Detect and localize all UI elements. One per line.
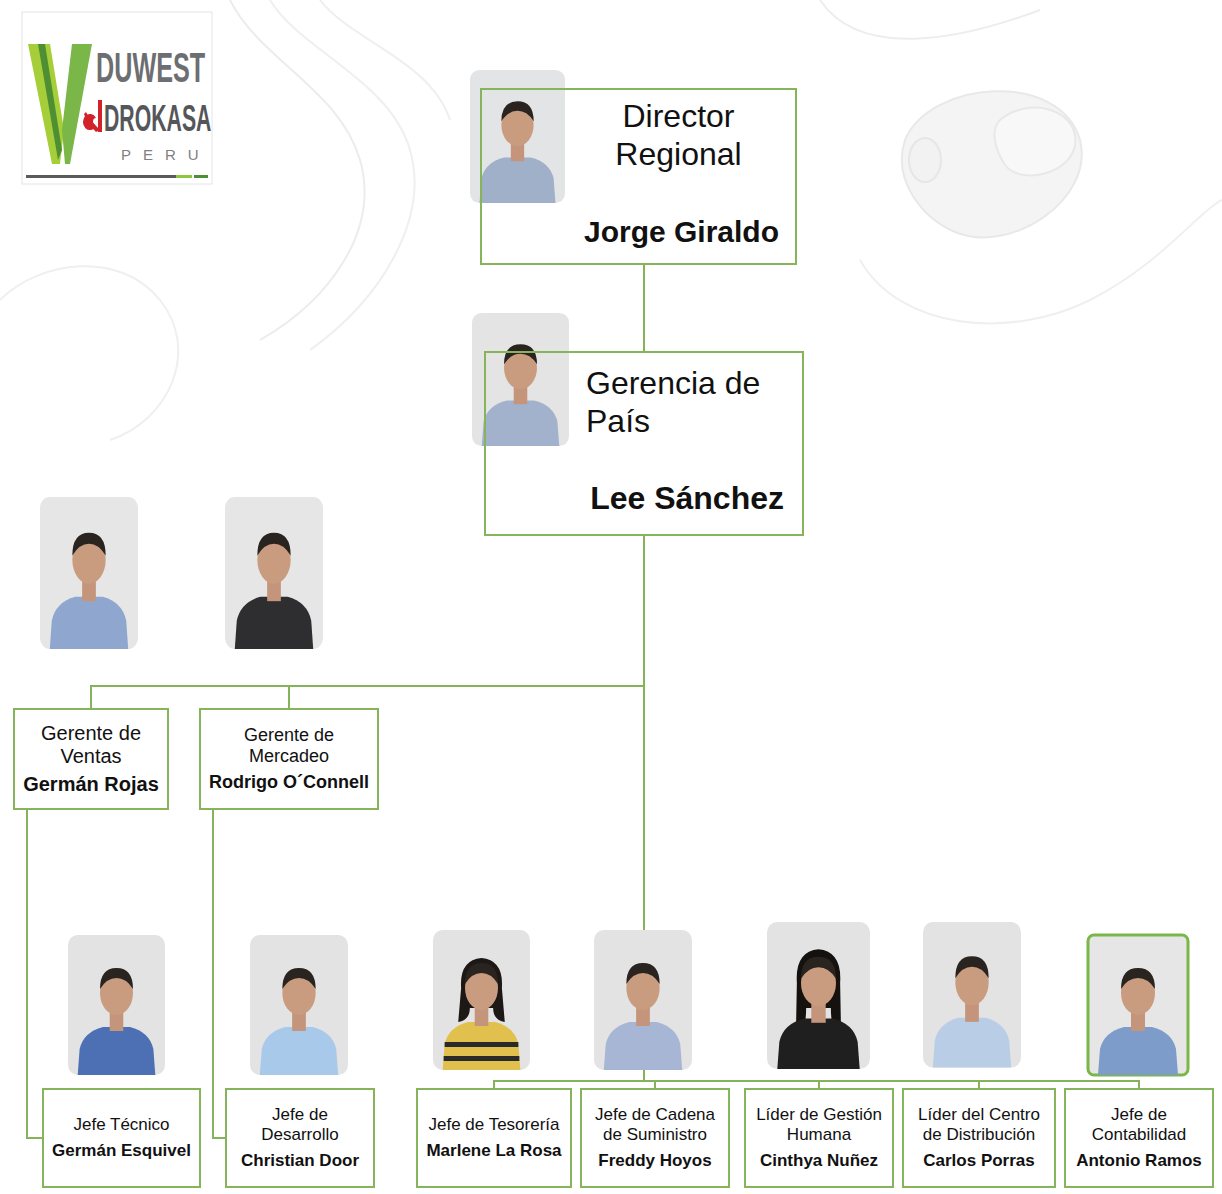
contour-line <box>270 0 414 350</box>
org-connector <box>213 810 225 1138</box>
org-box: Gerencia de PaísLee Sánchez <box>484 351 804 536</box>
person-name: Antonio Ramos <box>1076 1151 1202 1171</box>
org-box: Líder del Centro de DistribuciónCarlos P… <box>902 1088 1056 1188</box>
person-photo <box>68 935 165 1075</box>
logo-text: DROKASA <box>104 101 211 137</box>
person-photo <box>594 930 692 1070</box>
org-connector <box>643 265 645 351</box>
role-title: Jefe de Cadena de Suministro <box>588 1105 722 1145</box>
contour-blob <box>909 138 941 182</box>
org-box: Jefe de DesarrolloChristian Door <box>225 1088 375 1188</box>
role-title: Jefe de Contabilidad <box>1072 1105 1206 1145</box>
logo-mark <box>84 112 100 132</box>
person-photo <box>923 922 1021 1068</box>
role-title: Jefe de Tesorería <box>424 1115 564 1135</box>
contour-line <box>0 266 178 440</box>
contour-line <box>820 0 1040 39</box>
org-box: Jefe TécnicoGermán Esquivel <box>42 1088 201 1188</box>
role-title: Jefe de Desarrollo <box>233 1105 367 1145</box>
person-photo <box>225 497 323 649</box>
person-name: Lee Sánchez <box>590 480 784 518</box>
org-box: Jefe de Cadena de SuministroFreddy Hoyos <box>580 1088 730 1188</box>
org-box: Gerente de MercadeoRodrigo O´Connell <box>199 708 379 810</box>
person-photo <box>1088 935 1188 1075</box>
contour-blob <box>902 91 1082 237</box>
logo-text: PERU <box>121 147 211 162</box>
org-connector <box>27 810 42 1138</box>
person-name: Cinthya Nuñez <box>760 1151 878 1171</box>
company-logo <box>22 12 212 184</box>
org-connector <box>91 536 644 708</box>
org-box: Jefe de ContabilidadAntonio Ramos <box>1064 1088 1214 1188</box>
logo-mark <box>62 44 92 164</box>
person-photo <box>250 935 348 1075</box>
logo-mark <box>28 44 64 164</box>
person-name: Carlos Porras <box>923 1151 1035 1171</box>
logo-mark <box>83 100 102 132</box>
logo-mark <box>38 44 62 160</box>
org-connector <box>644 536 1139 1088</box>
logo-rule <box>26 175 176 178</box>
org-box: Gerente de VentasGermán Rojas <box>13 708 169 810</box>
org-box: Líder de Gestión HumanaCinthya Nuñez <box>744 1088 894 1188</box>
person-name: Rodrigo O´Connell <box>209 772 369 793</box>
org-box: Jefe de TesoreríaMarlene La Rosa <box>416 1088 572 1188</box>
role-title: Director Regional <box>578 98 779 174</box>
role-title: Líder de Gestión Humana <box>752 1105 886 1145</box>
role-title: Jefe Técnico <box>50 1115 193 1135</box>
role-title: Gerencia de País <box>586 365 784 441</box>
role-title: Líder del Centro de Distribución <box>910 1105 1048 1145</box>
person-name: Christian Door <box>241 1151 359 1171</box>
person-photo <box>767 922 870 1069</box>
person-name: Germán Rojas <box>23 773 159 797</box>
logo-rule <box>176 175 192 178</box>
logo-ground <box>22 12 212 184</box>
org-connector <box>289 536 644 708</box>
person-photo <box>433 930 530 1070</box>
contour-blob <box>995 108 1076 176</box>
person-photo <box>40 497 138 649</box>
contour-line <box>230 0 364 340</box>
person-name: Germán Esquivel <box>52 1141 191 1161</box>
role-title: Gerente de Ventas <box>21 722 161 769</box>
person-name: Jorge Giraldo <box>584 214 779 249</box>
org-box: Director RegionalJorge Giraldo <box>480 88 797 265</box>
person-name: Marlene La Rosa <box>426 1141 561 1161</box>
role-title: Gerente de Mercadeo <box>207 725 371 767</box>
logo-rule <box>194 175 208 178</box>
contour-line <box>320 0 450 120</box>
logo-text: DUWEST <box>96 47 205 89</box>
person-name: Freddy Hoyos <box>598 1151 711 1171</box>
